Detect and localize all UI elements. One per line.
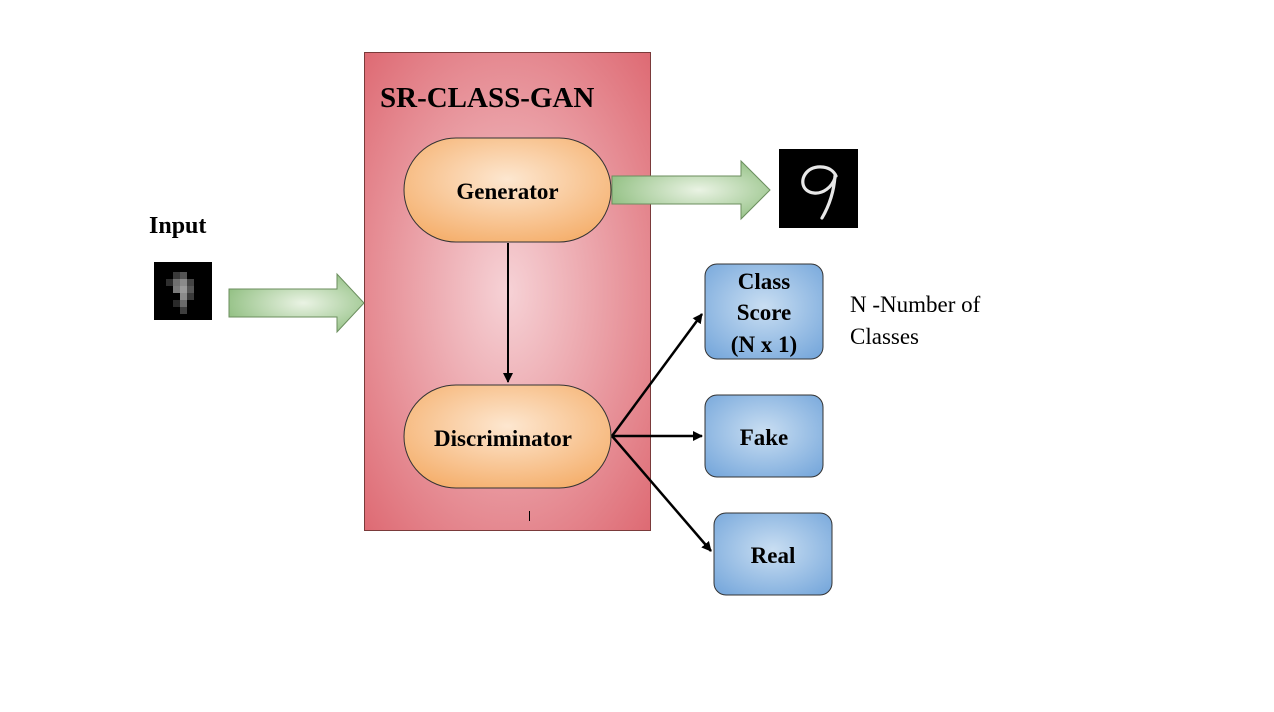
real-node bbox=[713, 512, 833, 596]
class-score-line-2: Score bbox=[737, 300, 792, 325]
input-block-arrow bbox=[228, 272, 365, 334]
class-score-line-3: (N x 1) bbox=[731, 332, 797, 357]
generator-label: Generator bbox=[456, 179, 558, 204]
discriminator-node bbox=[403, 384, 612, 489]
output-hires-digit-image bbox=[779, 149, 858, 228]
fake-label: Fake bbox=[740, 425, 789, 450]
discriminator-label: Discriminator bbox=[434, 426, 572, 451]
fake-node bbox=[704, 394, 824, 478]
class-score-line-1: Class bbox=[738, 269, 790, 294]
annotation-line-1: N -Number of bbox=[850, 292, 981, 317]
discriminator-to-real-arrow bbox=[611, 435, 712, 552]
class-score-node bbox=[704, 263, 824, 360]
discriminator-to-class-score-arrow bbox=[610, 313, 704, 437]
annotation-line-2: Classes bbox=[850, 324, 919, 349]
gan-title: SR-CLASS-GAN bbox=[380, 82, 594, 114]
output-block-arrow bbox=[611, 159, 771, 221]
input-label: Input bbox=[149, 213, 206, 239]
generator-node bbox=[403, 137, 612, 243]
real-label: Real bbox=[751, 543, 796, 568]
input-lowres-digit-image bbox=[154, 262, 212, 320]
